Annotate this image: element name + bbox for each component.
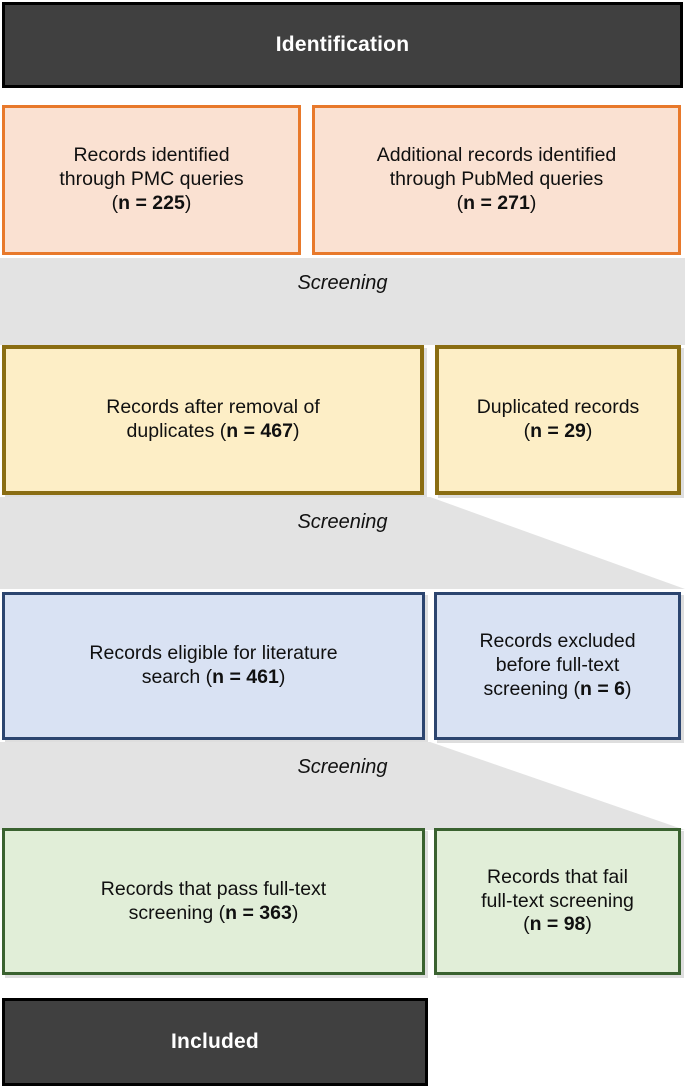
node-records-fail-count-open: ( (523, 913, 530, 936)
node-records-after-dedup-count-close: ) (292, 420, 300, 442)
node-records-pubmed-count: n = 271 (463, 191, 530, 214)
node-records-fail-count: n = 98 (529, 913, 586, 936)
node-duplicated-records-count-open: ( (523, 420, 531, 442)
node-records-excluded-count-close: ) (624, 677, 632, 700)
node-records-pubmed: Additional records identified through Pu… (312, 105, 681, 255)
node-records-after-dedup-line1: Records after removal of (106, 396, 320, 419)
screening-band-2-label: Screening (297, 511, 388, 533)
node-records-pubmed-line2: through PubMed queries (389, 168, 604, 191)
node-records-pmc-line1: Records identified (73, 144, 230, 167)
node-records-pubmed-count-close: ) (529, 191, 537, 214)
screening-band-3-label: Screening (297, 756, 388, 778)
node-records-pmc-text: Records identified through PMC queries (… (13, 144, 290, 215)
stage-header-identification-label: Identification (275, 33, 410, 56)
node-records-fail-line2: full-text screening (481, 889, 634, 912)
node-duplicated-records-count-close: ) (585, 420, 593, 442)
node-records-pass-count-close: ) (291, 901, 299, 924)
node-records-pmc-count-close: ) (184, 191, 192, 214)
node-records-excluded-count: n = 6 (579, 677, 625, 700)
node-records-fail-line1: Records that fail (487, 865, 628, 888)
screening-band-1-label: Screening (297, 272, 388, 294)
screening-band-2: Screening (0, 497, 685, 589)
node-duplicated-records: Duplicated records (n = 29) (435, 345, 681, 495)
node-records-fail-fulltext: Records that fail full-text screening (n… (434, 828, 681, 975)
node-records-pass-count: n = 363 (225, 901, 292, 924)
node-duplicated-records-count: n = 29 (530, 420, 586, 442)
node-duplicated-records-line1: Duplicated records (476, 396, 640, 419)
node-records-pass-fulltext-text: Records that pass full-text screening (n… (13, 878, 414, 926)
node-records-excluded-line3: screening (483, 677, 574, 700)
node-records-fail-fulltext-text: Records that fail full-text screening (n… (445, 866, 670, 937)
node-records-after-dedup-count: n = 467 (226, 420, 293, 442)
node-records-eligible-count-close: ) (278, 666, 286, 688)
node-records-eligible-line1: Records eligible for literature (89, 642, 338, 665)
stage-header-included: Included (2, 998, 428, 1086)
node-records-pubmed-line1: Additional records identified (376, 144, 617, 167)
node-records-eligible-text: Records eligible for literature search (… (13, 642, 414, 690)
node-records-after-dedup-line2: duplicates (126, 420, 220, 442)
node-records-pass-fulltext: Records that pass full-text screening (n… (2, 828, 425, 975)
stage-header-included-label: Included (171, 1030, 259, 1053)
node-records-fail-count-close: ) (585, 913, 592, 936)
screening-band-3: Screening (0, 742, 685, 830)
node-records-excluded-count-open: ( (573, 677, 580, 700)
node-records-pmc: Records identified through PMC queries (… (2, 105, 301, 255)
node-records-eligible-count: n = 461 (212, 666, 279, 688)
node-records-pubmed-text: Additional records identified through Pu… (323, 144, 670, 215)
node-records-after-dedup-text: Records after removal of duplicates (n =… (14, 396, 412, 444)
screening-band-1: Screening (0, 258, 685, 345)
node-records-pmc-line2: through PMC queries (59, 168, 244, 191)
node-records-after-dedup: Records after removal of duplicates (n =… (2, 345, 424, 495)
node-records-excluded-before-fulltext: Records excluded before full-text screen… (434, 592, 681, 740)
node-records-excluded-line2: before full-text (495, 654, 620, 677)
node-records-pass-count-open: ( (218, 901, 226, 924)
node-records-pmc-count: n = 225 (118, 191, 185, 214)
node-records-eligible: Records eligible for literature search (… (2, 592, 425, 740)
node-records-pass-line2: screening (128, 901, 219, 924)
node-duplicated-records-text: Duplicated records (n = 29) (447, 396, 669, 444)
node-records-eligible-line2: search (141, 666, 206, 688)
node-records-after-dedup-count-open: ( (219, 420, 227, 442)
node-records-pmc-count-open: ( (111, 191, 119, 214)
stage-header-identification: Identification (2, 2, 683, 88)
node-records-pass-line1: Records that pass full-text (100, 877, 327, 900)
node-records-excluded-before-fulltext-text: Records excluded before full-text screen… (445, 630, 670, 701)
node-records-pubmed-count-open: ( (456, 191, 464, 214)
node-records-eligible-count-open: ( (205, 666, 213, 688)
node-records-excluded-line1: Records excluded (479, 630, 636, 653)
